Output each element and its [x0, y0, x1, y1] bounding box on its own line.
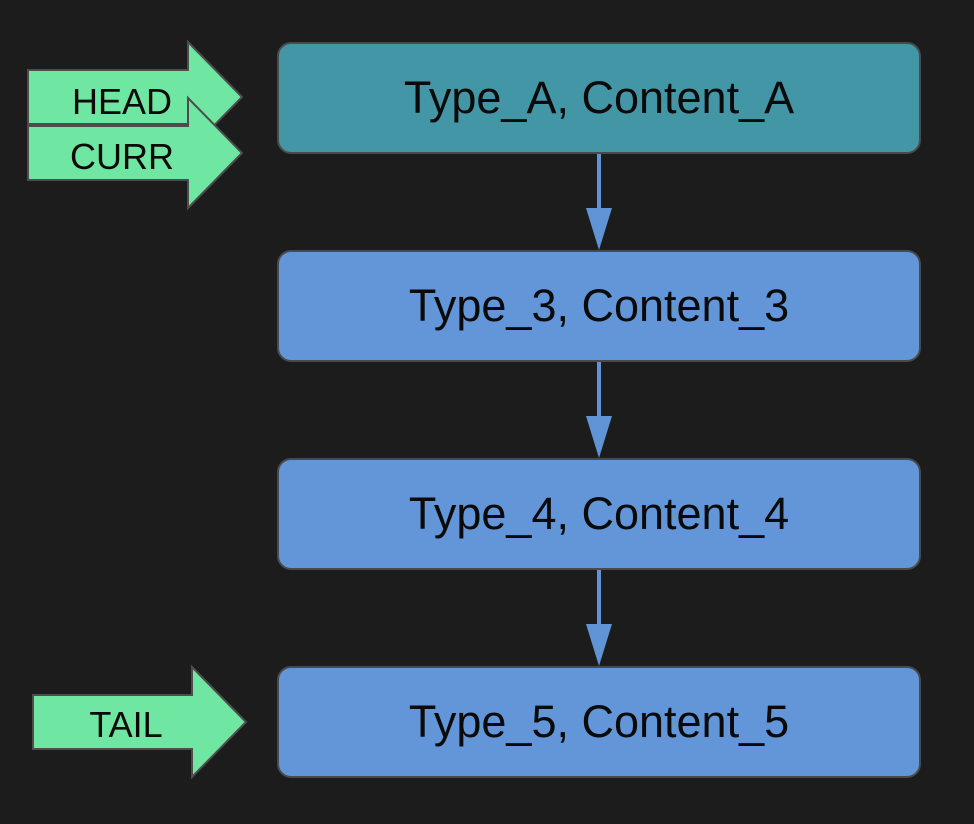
node-label: Type_3, Content_3	[408, 280, 790, 331]
node-label: Type_A, Content_A	[403, 72, 795, 123]
edge-2-3	[586, 362, 612, 458]
head-pointer-label: HEAD	[72, 81, 172, 122]
head-pointer: HEAD	[27, 39, 244, 155]
list-node-4: Type_5, Content_5	[277, 666, 921, 778]
list-node-head: Type_A, Content_A	[277, 42, 921, 154]
edge-1-2	[586, 154, 612, 250]
tail-pointer: TAIL	[32, 664, 248, 780]
node-label: Type_4, Content_4	[408, 488, 790, 539]
list-node-3: Type_4, Content_4	[277, 458, 921, 570]
curr-pointer-label: CURR	[70, 136, 174, 177]
node-label: Type_5, Content_5	[408, 696, 790, 747]
tail-pointer-label: TAIL	[89, 704, 162, 745]
list-node-2: Type_3, Content_3	[277, 250, 921, 362]
edge-3-4	[586, 570, 612, 666]
curr-pointer: CURR	[27, 95, 244, 211]
